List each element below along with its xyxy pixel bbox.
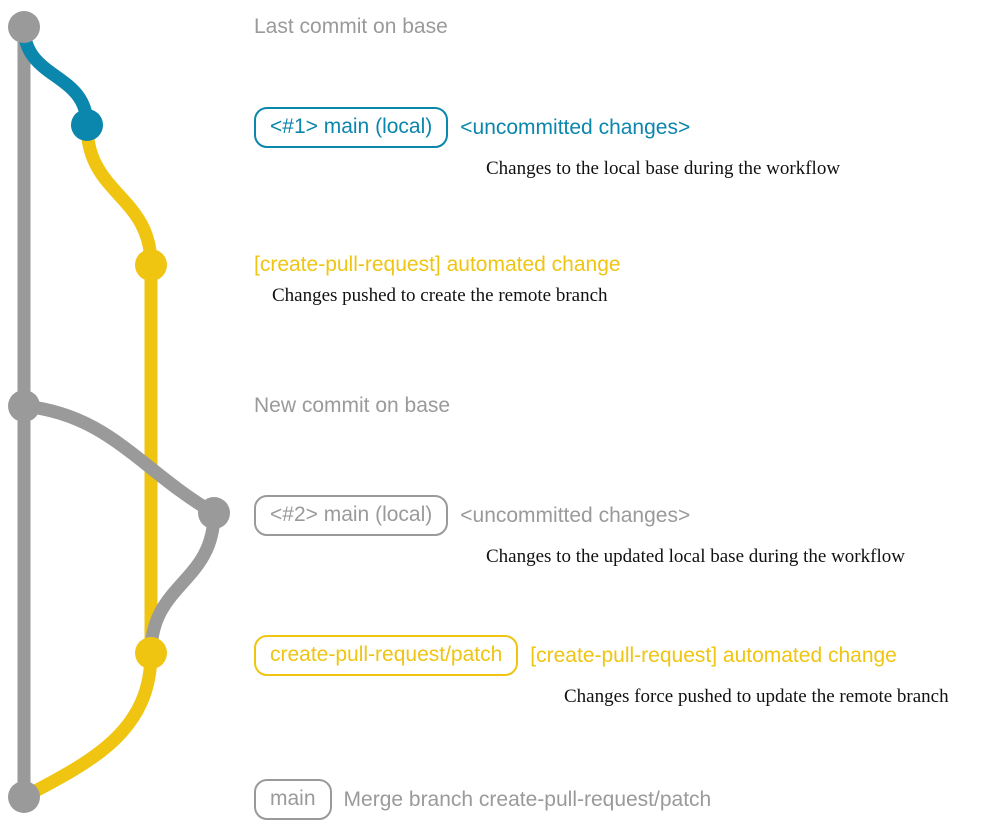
commit-row-patch-1: [create-pull-request] automated change C… <box>254 254 621 305</box>
branch-pill-local-2[interactable]: <#2> main (local) <box>254 495 449 536</box>
commit-subject: [create-pull-request] automated change <box>530 644 897 667</box>
commit-headline: Last commit on base <box>254 15 448 38</box>
commit-description: Changes to the local base during the wor… <box>486 158 841 179</box>
edge-local-2-to-patch-2 <box>144 506 221 660</box>
commit-row-base-last: Last commit on base <box>254 16 448 37</box>
commit-headline: New commit on base <box>254 394 451 417</box>
row-line: main Merge branch create-pull-request/pa… <box>254 779 711 820</box>
commit-row-base-new: New commit on base <box>254 395 450 416</box>
branch-pill-patch[interactable]: create-pull-request/patch <box>254 635 519 676</box>
commit-description: Changes pushed to create the remote bran… <box>272 285 608 306</box>
commit-subject: Merge branch create-pull-request/patch <box>343 788 712 811</box>
row-line: <#1> main (local) <uncommitted changes> <box>254 107 840 148</box>
row-line: <#2> main (local) <uncommitted changes> <box>254 495 905 536</box>
commit-node-merge-main[interactable] <box>8 781 40 813</box>
commit-headline: [create-pull-request] automated change <box>254 253 621 276</box>
commit-row-local-1: <#1> main (local) <uncommitted changes> … <box>254 107 840 178</box>
edge-patch-2-to-merge <box>17 646 158 804</box>
commit-subject: <uncommitted changes> <box>460 504 691 527</box>
row-line: Last commit on base <box>254 16 448 37</box>
branch-pill-main[interactable]: main <box>254 779 332 820</box>
edge-base-to-local-1 <box>17 20 94 132</box>
commit-row-local-2: <#2> main (local) <uncommitted changes> … <box>254 495 905 566</box>
edge-base-new-to-local-2 <box>17 399 221 520</box>
commit-node-local-2[interactable] <box>198 497 230 529</box>
edge-local-1-to-patch-1 <box>80 118 158 272</box>
commit-subject: <uncommitted changes> <box>460 116 691 139</box>
commit-description: Changes force pushed to update the remot… <box>564 686 949 707</box>
commit-row-patch-2: create-pull-request/patch [create-pull-r… <box>254 635 949 706</box>
commit-row-merge-main: main Merge branch create-pull-request/pa… <box>254 779 711 820</box>
commit-node-base-last[interactable] <box>8 11 40 43</box>
commit-node-local-1[interactable] <box>71 109 103 141</box>
commit-node-base-new[interactable] <box>8 390 40 422</box>
row-line: New commit on base <box>254 395 450 416</box>
commit-node-patch-1[interactable] <box>135 249 167 281</box>
commit-description: Changes to the updated local base during… <box>486 546 905 567</box>
row-line: create-pull-request/patch [create-pull-r… <box>254 635 949 676</box>
branch-pill-local-1[interactable]: <#1> main (local) <box>254 107 449 148</box>
commit-node-patch-2[interactable] <box>135 637 167 669</box>
row-line: [create-pull-request] automated change <box>254 254 621 275</box>
